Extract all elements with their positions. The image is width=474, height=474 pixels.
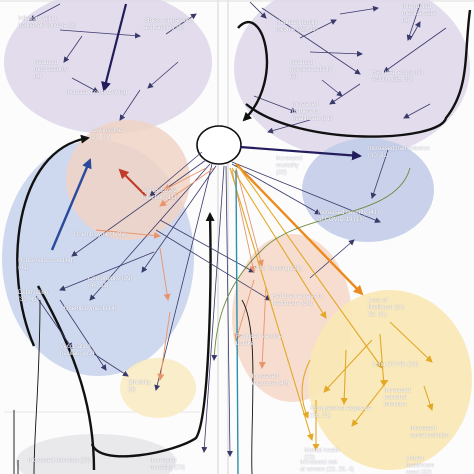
- node-occupational-exposure: Occupational exposure (28, 31): [310, 406, 372, 419]
- node-reduced-economic-activity: Reduced economic activity (28, 39): [372, 70, 424, 83]
- cluster-yellow-right: [308, 290, 472, 470]
- node-reduced-food-security: Reduced food security (4): [34, 60, 69, 80]
- node-comorbidity: Comorbidity (39) (48, 31): [88, 276, 133, 289]
- node-stress-depression: Stress, depression and anxiety (3): [144, 18, 194, 31]
- node-deprivation: Deprivation (30, 43): [18, 290, 49, 303]
- node-reduced-vaccine-uptake: Reduced vaccine uptake: [236, 334, 283, 347]
- node-social-isolation: Increased social isolation: [410, 426, 450, 439]
- node-household-crowding: Household crowding (41): [18, 258, 73, 271]
- central-node: [196, 125, 242, 165]
- green-curve: [211, 167, 411, 361]
- node-sars-cov2-infection: SARS-CoV-2 infection (11): [142, 188, 178, 201]
- blue-thick-arrow: [50, 158, 92, 251]
- node-reduced-family-income: Reduced family income (28, 39): [276, 20, 318, 33]
- node-mental-health: Mental health (23): [304, 448, 341, 461]
- node-ethnicity: Ethnicity (3): [128, 380, 151, 393]
- navy-thick-arrows: [101, 3, 362, 161]
- node-inflation: Inflation, fall in household income (3): [18, 16, 76, 29]
- node-loss-of-livelihood: Loss of livelihood (30, 28, 31): [368, 298, 406, 318]
- thick-black-arrows: [16, 9, 472, 471]
- node-long-covid: Long COVID (33): [372, 362, 419, 368]
- node-increased-transmission: Increased transmission (30, 31): [368, 146, 430, 159]
- cluster-top-left: [4, 0, 212, 134]
- node-low-income: Low income (29, 31): [90, 128, 123, 141]
- node-interrupted-care: Interrupted medical care (4): [402, 4, 437, 24]
- thin-arrows-central: [35, 149, 389, 457]
- node-cost-of-living: Increased cost of living: [66, 90, 128, 96]
- red-arrow: [118, 168, 147, 197]
- node-reduced-physical-activity: Reduced physical activity (2): [290, 60, 332, 80]
- thin-arrows-top-right: [249, 1, 447, 134]
- node-unemployment-mid: Unemployment (14): [64, 306, 117, 312]
- node-healthcare-barriers: Increased barriers to healthcare (31): [292, 102, 333, 122]
- node-vaccination-hesitancy: Vaccination hesitancy (2): [60, 344, 95, 357]
- node-bacterial-infection: Increased bacterial infection: [384, 388, 411, 408]
- node-risk-severe: Increased risk of severe (23, 29, 4): [300, 460, 354, 473]
- node-increased-mortality-bottom: Increased mortality (23): [150, 458, 186, 471]
- node-unmet-need: Unmet healthcare need (32): [406, 456, 435, 474]
- node-reduced-access: Reduced access to healthcare (30): [272, 294, 324, 307]
- thin-black-lines: [13, 299, 254, 474]
- node-increased-severity: Increased severity (41) of COVID-19 (18): [318, 210, 380, 223]
- node-unemployment-top: Unemployment (23): [74, 232, 127, 238]
- cluster-bottom-grey: [16, 434, 176, 474]
- node-increased-mortality: Increased mortality (32): [276, 156, 303, 176]
- node-poor-housing: Poor housing (28): [254, 266, 302, 272]
- cluster-salmon: [66, 120, 190, 240]
- thin-arrows-top-left: [29, 3, 197, 121]
- teal-line: [235, 169, 239, 474]
- node-increased-infection: Increased infection (23): [28, 458, 91, 464]
- orange-thick-arrows: [235, 163, 364, 296]
- node-increased-exposure: Increased exposure (48): [252, 374, 290, 387]
- gold-arrows: [229, 165, 434, 451]
